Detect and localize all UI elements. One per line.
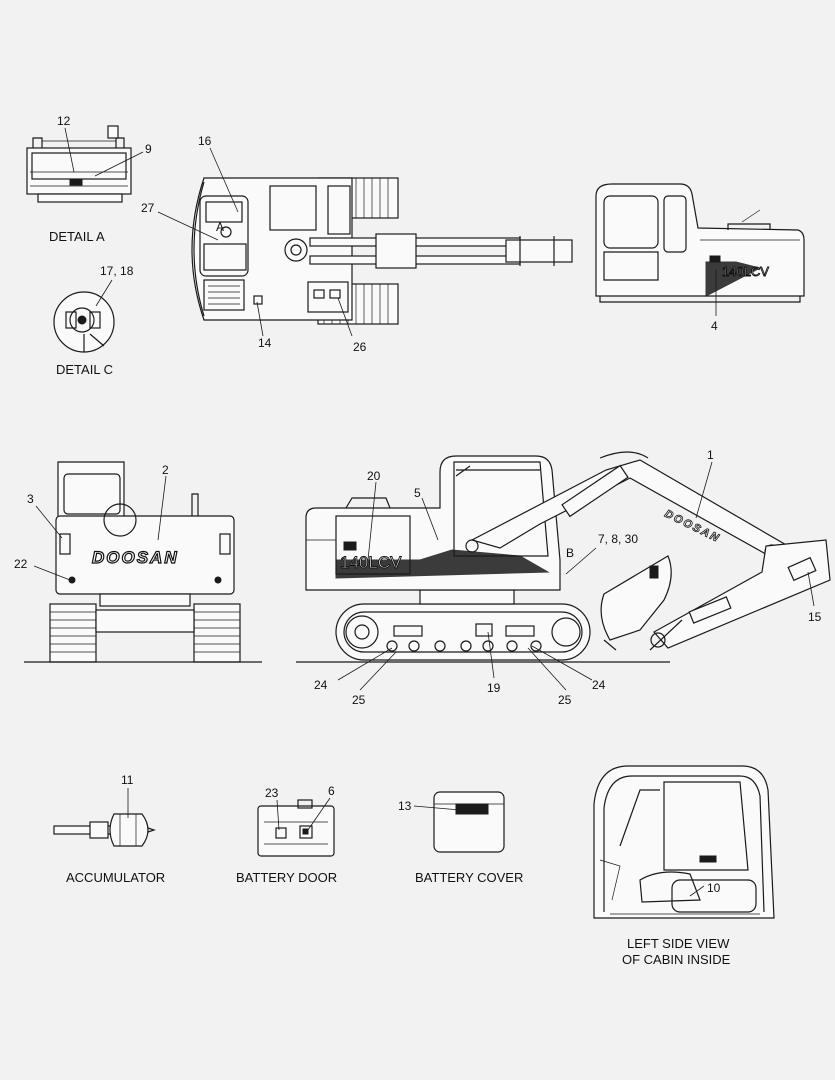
caption-cabin-line2: OF CABIN INSIDE xyxy=(622,952,731,967)
detail-c-drawing xyxy=(53,291,115,353)
callout-13: 13 xyxy=(398,799,412,813)
view-letter-b: B xyxy=(566,546,574,560)
callout-1: 1 xyxy=(707,448,714,462)
excavator-top-view xyxy=(191,177,573,325)
callout-2: 2 xyxy=(162,463,169,477)
caption-accumulator: ACCUMULATOR xyxy=(66,870,165,885)
battery-cover-drawing xyxy=(433,791,505,853)
cab-model-decal: 140LCV xyxy=(722,264,769,279)
callout-23: 23 xyxy=(265,786,279,800)
accumulator-drawing xyxy=(53,813,156,847)
callout-6: 6 xyxy=(328,784,335,798)
callout-17-18: 17, 18 xyxy=(100,264,134,278)
rear-brand-decal: DOOSAN xyxy=(92,548,179,567)
view-letter-a: A xyxy=(216,220,224,234)
callout-14: 14 xyxy=(258,336,272,350)
caption-battery-cover: BATTERY COVER xyxy=(415,870,523,885)
callout-5: 5 xyxy=(414,486,421,500)
callout-25-right: 25 xyxy=(558,693,572,707)
caption-detail-c: DETAIL C xyxy=(56,362,113,377)
excavator-rear-view xyxy=(24,461,262,663)
callout-26: 26 xyxy=(353,340,367,354)
callout-24-left: 24 xyxy=(314,678,328,692)
callout-25-left: 25 xyxy=(352,693,366,707)
callout-27: 27 xyxy=(141,201,155,215)
callout-24-right: 24 xyxy=(592,678,606,692)
callout-11: 11 xyxy=(121,773,134,787)
caption-detail-a: DETAIL A xyxy=(49,229,105,244)
callout-19: 19 xyxy=(487,681,501,695)
callout-12: 12 xyxy=(57,114,71,128)
callout-10: 10 xyxy=(707,881,721,895)
callout-4: 4 xyxy=(711,319,718,333)
callout-3: 3 xyxy=(27,492,34,506)
caption-cabin-line1: LEFT SIDE VIEW xyxy=(627,936,730,951)
side-model-decal: 140LCV xyxy=(340,553,402,572)
callout-16: 16 xyxy=(198,134,212,148)
excavator-side-view xyxy=(296,451,831,663)
callout-9: 9 xyxy=(145,142,152,156)
callout-7-8-30: 7, 8, 30 xyxy=(598,532,638,546)
callout-20: 20 xyxy=(367,469,381,483)
caption-battery-door: BATTERY DOOR xyxy=(236,870,337,885)
callout-22: 22 xyxy=(14,557,28,571)
callout-15: 15 xyxy=(808,610,822,624)
detail-a-drawing xyxy=(26,125,132,203)
cab-side-view xyxy=(595,183,805,303)
cabin-inside-drawing xyxy=(593,765,775,919)
battery-door-drawing xyxy=(257,799,335,857)
